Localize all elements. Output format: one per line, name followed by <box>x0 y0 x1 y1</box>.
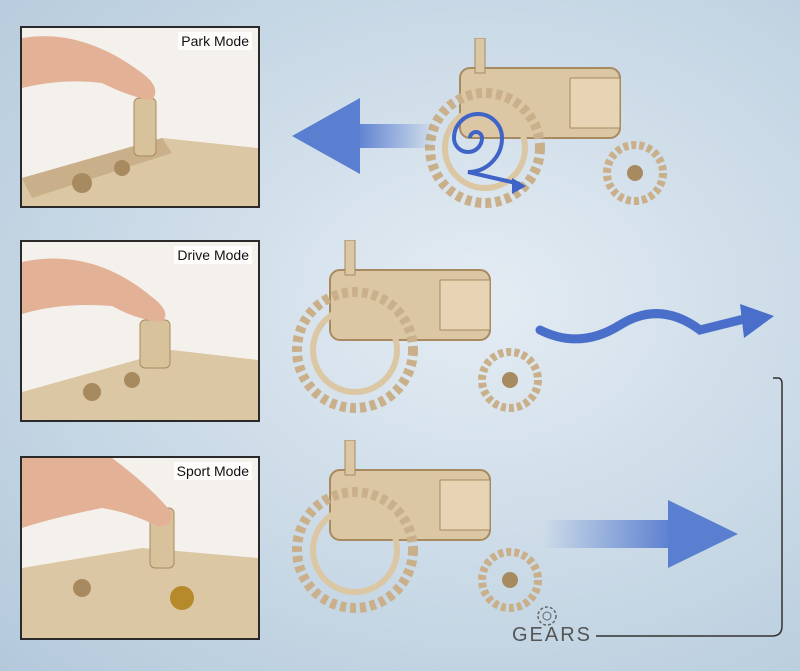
sport-mode-panel: Sport Mode <box>20 456 260 640</box>
drive-mode-panel: Drive Mode <box>20 240 260 422</box>
park-mode-panel: Park Mode <box>20 26 260 208</box>
panel-label: Drive Mode <box>174 246 252 264</box>
sport-mode-photo <box>22 458 258 638</box>
left-arrow-icon <box>292 98 435 174</box>
tractor-model-park <box>425 38 667 208</box>
spiral-icon <box>451 112 521 186</box>
tractor-model-sport <box>292 440 542 613</box>
drive-mode-photo <box>22 242 258 420</box>
panel-label: Park Mode <box>178 32 252 50</box>
park-mode-photo <box>22 28 258 206</box>
right-arrow-icon <box>543 500 738 568</box>
panel-label: Sport Mode <box>173 462 252 480</box>
gear-icon <box>537 606 557 626</box>
tractor-model-drive <box>292 240 542 413</box>
brand-name: GEARS <box>512 624 593 646</box>
brand-logo: GEARS <box>512 598 592 653</box>
wavy-arrow-icon <box>535 309 753 344</box>
connector-line <box>596 377 783 637</box>
